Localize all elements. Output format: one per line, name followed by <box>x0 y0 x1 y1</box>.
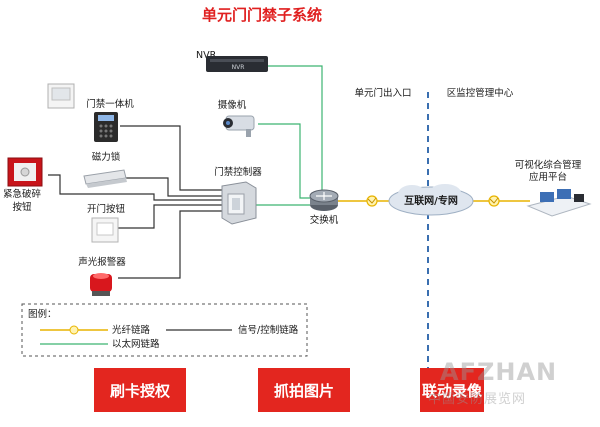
all-in-one-label: 门禁一体机 <box>86 98 134 110</box>
exit-button-icon <box>91 217 119 243</box>
platform-label-1: 可视化综合管理 <box>515 159 582 171</box>
legend: 图例： 光纤链路 以太网链路 信号/控制链路 <box>21 303 308 357</box>
card-authorization-button[interactable]: 刷卡授权 <box>94 368 186 412</box>
legend-fiber-label: 光纤链路 <box>112 324 151 336</box>
legend-ethernet-label: 以太网链路 <box>112 338 160 350</box>
camera-label: 摄像机 <box>218 99 247 111</box>
maglock-label: 磁力锁 <box>92 151 121 163</box>
ethernet-link-nvr <box>268 65 323 190</box>
zone-label-center: 区监控管理中心 <box>447 87 514 99</box>
nvr-icon: NVR <box>206 56 268 72</box>
platform-label-2: 应用平台 <box>529 171 567 183</box>
alarm-label: 声光报警器 <box>78 256 126 268</box>
signal-links <box>48 125 222 279</box>
access-controller-icon <box>221 181 257 225</box>
linked-recording-button[interactable]: 联动录像 <box>420 368 484 412</box>
emergency-label-2: 按钮 <box>12 201 32 213</box>
cloud-icon <box>388 184 474 216</box>
controller-label: 门禁控制器 <box>214 166 262 178</box>
card-reader-icon <box>47 83 75 109</box>
fiber-marker-icon <box>366 195 378 207</box>
switch-label: 交换机 <box>310 214 339 226</box>
capture-image-button[interactable]: 抓拍图片 <box>258 368 350 412</box>
legend-fiber-marker-icon <box>69 325 79 335</box>
cloud-label: 互联网/专网 <box>404 194 458 207</box>
fiber-marker-icon <box>488 195 500 207</box>
siren-icon <box>90 273 112 296</box>
emergency-button-icon <box>7 157 43 187</box>
platform-workstation-icon <box>526 189 592 217</box>
keypad-terminal-icon <box>94 112 118 142</box>
zone-label-entrance: 单元门出入口 <box>354 87 411 99</box>
ethernet-link-camera <box>258 123 310 199</box>
switch-icon <box>309 189 339 211</box>
emergency-label-1: 紧急破碎 <box>3 188 42 200</box>
nvr-label: NVR <box>196 50 217 61</box>
legend-title: 图例： <box>28 308 57 320</box>
exit-button-label: 开门按钮 <box>87 203 126 215</box>
camera-icon <box>223 115 255 137</box>
legend-signal-label: 信号/控制链路 <box>238 324 299 336</box>
magnetic-lock-icon <box>83 169 127 188</box>
svg-text:NVR: NVR <box>232 64 245 71</box>
diagram-title: 单元门门禁子系统 <box>202 6 322 24</box>
